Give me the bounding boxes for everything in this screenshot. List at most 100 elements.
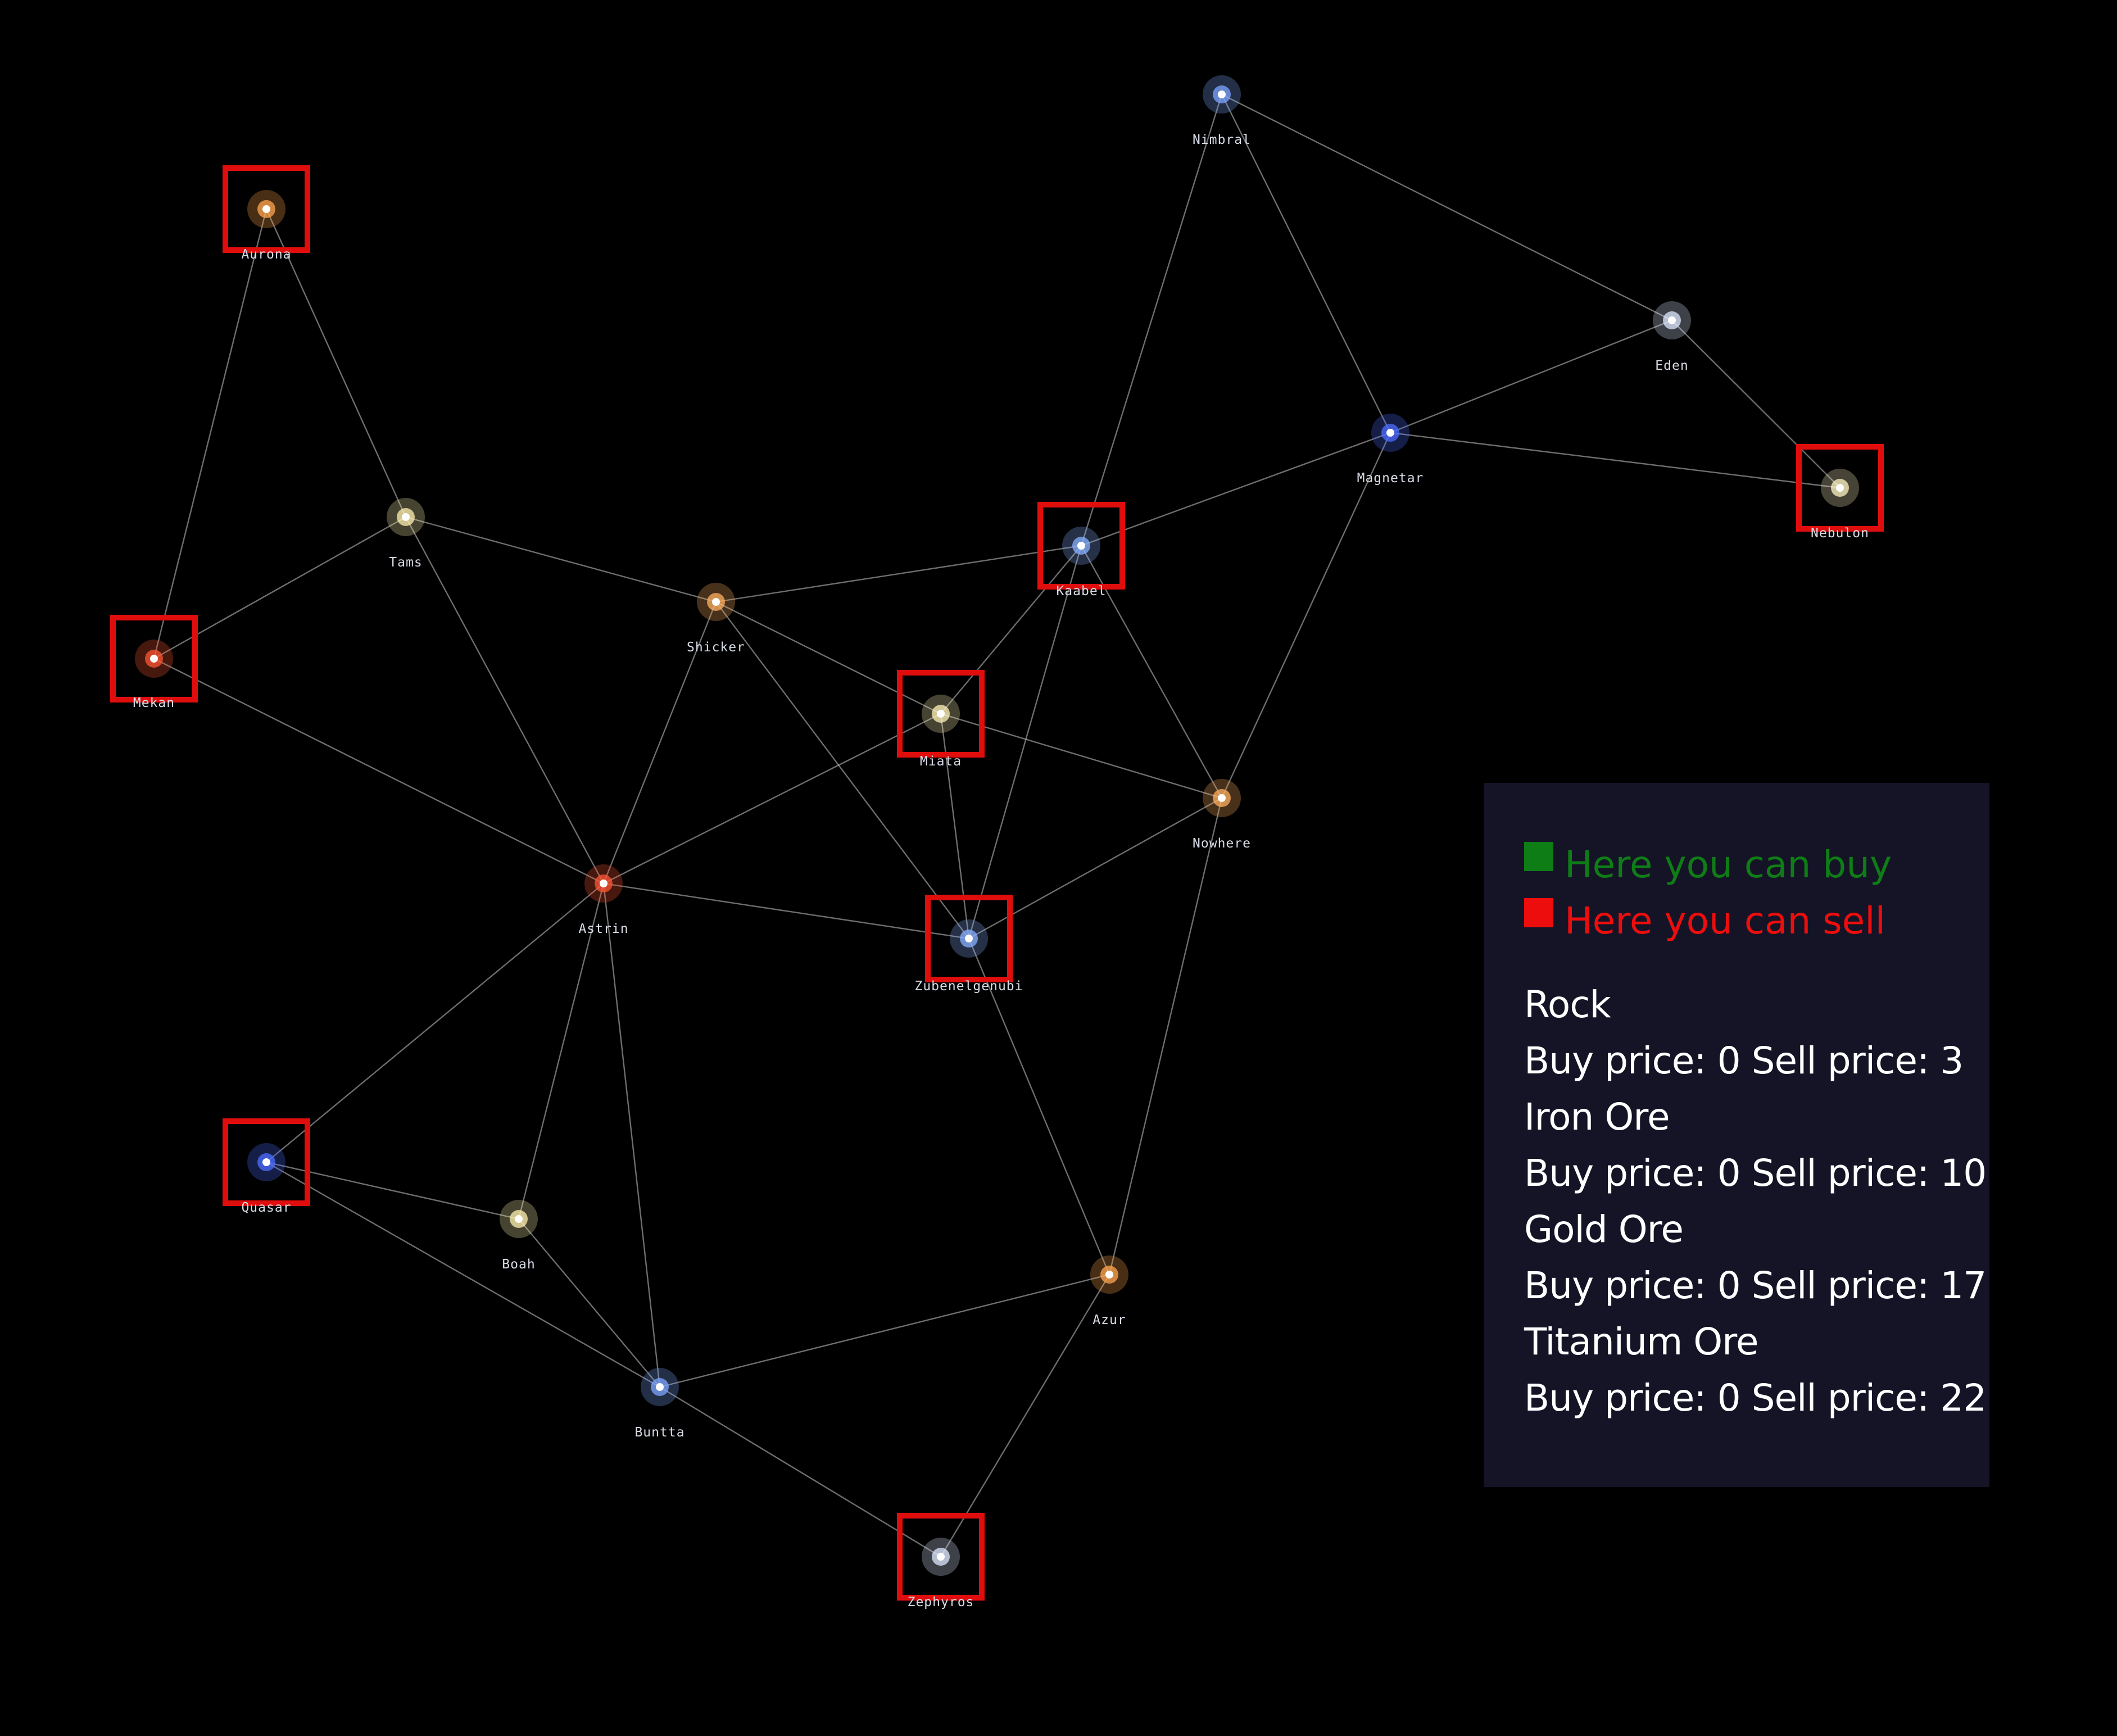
star-label: Zephyros	[908, 1595, 974, 1610]
connection-line	[265, 208, 407, 518]
legend-sell: Here you can sell	[1524, 892, 1989, 949]
star-label: Astrin	[578, 922, 628, 936]
star-label: Tams	[389, 555, 422, 570]
star-icon	[1836, 484, 1844, 492]
star-icon	[1218, 794, 1226, 802]
star-system[interactable]: Azur	[1090, 1255, 1128, 1327]
connection-line	[940, 713, 970, 939]
star-label: Quasar	[241, 1200, 291, 1215]
star-system[interactable]: Zubenelgenubi	[914, 895, 1023, 994]
star-label: Miata	[920, 754, 962, 769]
star-icon	[1218, 90, 1226, 98]
connection-line	[715, 601, 941, 715]
connection-line	[153, 208, 268, 659]
star-icon	[1077, 542, 1085, 550]
star-icon	[1386, 429, 1394, 437]
connection-line	[518, 1218, 660, 1388]
connection-line	[715, 601, 969, 939]
sell-marker-box	[1037, 502, 1125, 590]
info-panel: Here you can buy Here you can sell Rock …	[1484, 783, 1989, 1487]
connection-line	[1221, 93, 1672, 321]
star-system[interactable]: Nimbral	[1193, 75, 1251, 147]
star-label: Magnetar	[1357, 471, 1424, 486]
connection-line	[266, 1161, 660, 1388]
star-system[interactable]: Quasar	[223, 1118, 310, 1215]
connection-line	[266, 883, 604, 1163]
connection-line	[1671, 320, 1841, 488]
connection-line	[940, 1274, 1110, 1557]
star-system[interactable]: Miata	[897, 670, 985, 769]
star-label: Nimbral	[1193, 133, 1251, 147]
star-label: Aurona	[241, 247, 291, 262]
connection-line	[1081, 432, 1391, 547]
star-system[interactable]: Aurona	[223, 165, 310, 262]
connection-line	[715, 545, 1082, 603]
star-system[interactable]: Kaabel	[1037, 502, 1125, 599]
sell-marker-box	[897, 670, 985, 758]
connection-line	[602, 883, 661, 1388]
connection-line	[153, 516, 406, 660]
connection-line	[1080, 94, 1223, 546]
star-icon	[965, 935, 973, 942]
connection-line	[153, 658, 604, 885]
ore-prices: Buy price: 0 Sell price: 22	[1524, 1376, 1987, 1420]
sell-marker-box	[223, 165, 310, 253]
star-label: Nowhere	[1193, 836, 1251, 851]
connection-line	[659, 1386, 941, 1558]
star-system[interactable]: Shicker	[687, 583, 745, 655]
star-system[interactable]: Eden	[1653, 301, 1691, 373]
star-system[interactable]: Nowhere	[1193, 779, 1251, 851]
ore-prices: Buy price: 0 Sell price: 3	[1524, 1039, 1964, 1082]
star-label: Azur	[1093, 1313, 1126, 1327]
ore-name: Titanium Ore	[1524, 1320, 1758, 1363]
star-icon	[515, 1215, 523, 1223]
ore-name: Rock	[1524, 983, 1611, 1026]
ore-prices: Buy price: 0 Sell price: 10	[1524, 1152, 1987, 1195]
star-icon	[712, 598, 720, 606]
connection-line	[1221, 432, 1391, 799]
star-icon	[1105, 1271, 1113, 1279]
star-system[interactable]: Astrin	[578, 864, 628, 936]
star-label: Eden	[1655, 359, 1688, 373]
ore-prices: Buy price: 0 Sell price: 17	[1524, 1264, 1987, 1307]
connection-line	[1390, 319, 1672, 434]
sell-swatch-icon	[1524, 898, 1553, 927]
star-system[interactable]: Nebulon	[1796, 444, 1884, 541]
ore-name: Iron Ore	[1524, 1095, 1670, 1139]
legend-sell-label: Here you can sell	[1565, 899, 1885, 942]
star-system[interactable]: Mekan	[110, 615, 198, 710]
connection-line	[602, 601, 717, 884]
star-label: Mekan	[133, 696, 175, 710]
sell-marker-box	[925, 895, 1013, 982]
star-icon	[600, 880, 608, 887]
star-label: Zubenelgenubi	[914, 979, 1023, 994]
connection-line	[603, 713, 941, 885]
legend-buy-label: Here you can buy	[1565, 842, 1892, 886]
sell-marker-box	[897, 1513, 985, 1601]
star-system[interactable]: Buntta	[634, 1368, 684, 1440]
star-system[interactable]: Tams	[387, 498, 425, 570]
star-system[interactable]: Magnetar	[1357, 414, 1424, 486]
star-label: Kaabel	[1056, 584, 1106, 599]
connection-line	[968, 938, 1110, 1275]
sell-marker-box	[110, 615, 198, 702]
connection-line	[1108, 797, 1223, 1275]
connection-line	[603, 882, 969, 940]
legend-buy: Here you can buy	[1524, 836, 1989, 892]
connection-line	[659, 1273, 1110, 1388]
star-system[interactable]: Zephyros	[897, 1513, 985, 1610]
sell-marker-box	[1796, 444, 1884, 532]
connection-line	[518, 883, 605, 1220]
star-label: Shicker	[687, 640, 745, 655]
connection-line	[266, 1161, 519, 1220]
star-label: Nebulon	[1811, 526, 1869, 541]
star-label: Boah	[502, 1257, 535, 1272]
star-system[interactable]: Boah	[500, 1200, 538, 1272]
star-icon	[1668, 316, 1676, 324]
star-icon	[262, 205, 270, 213]
ore-price-list: Rock Buy price: 0 Sell price: 3 Iron Ore…	[1524, 977, 1989, 1426]
star-icon	[656, 1383, 664, 1391]
star-icon	[937, 710, 945, 718]
